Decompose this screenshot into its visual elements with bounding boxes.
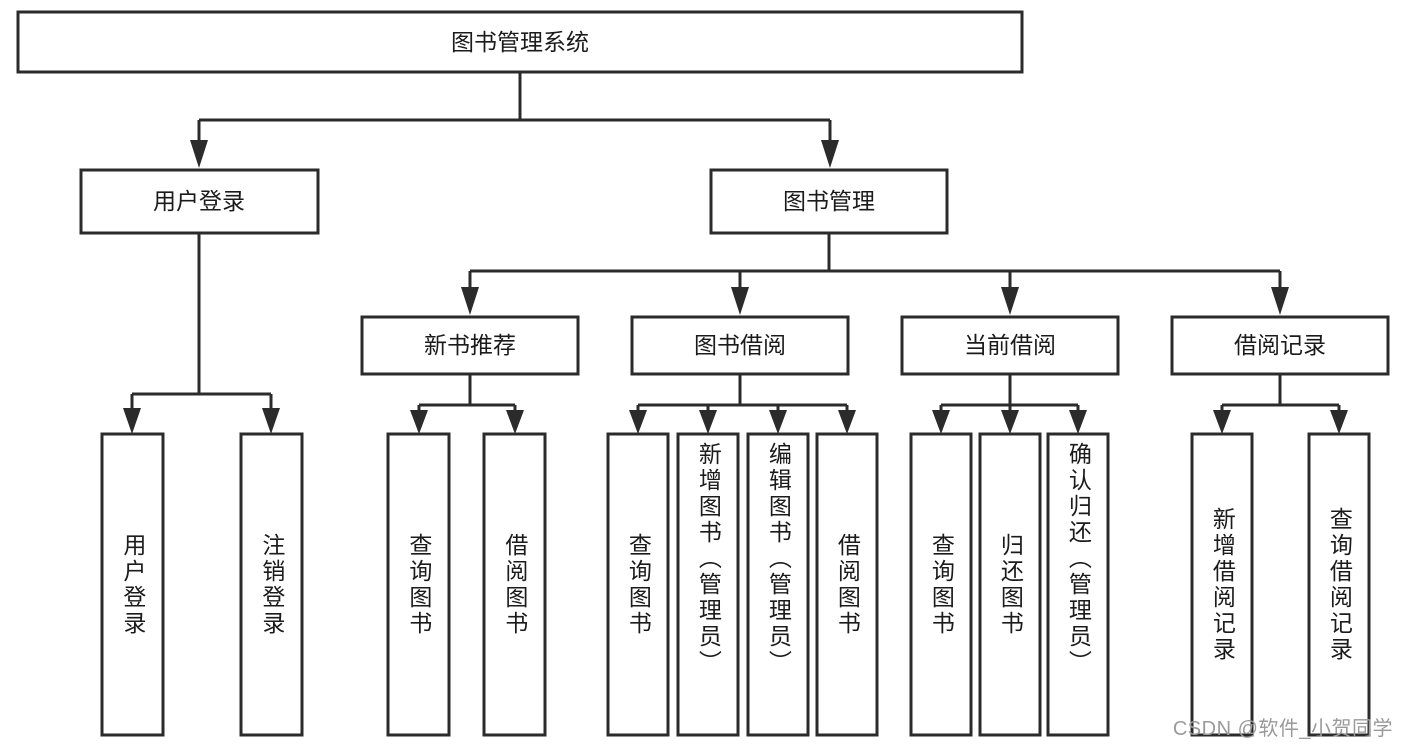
arrow-head-icon — [506, 410, 524, 434]
leaf-label-query-book-3: 查询图书 — [928, 532, 955, 637]
node-new-book-recommend[interactable]: 新书推荐 — [360, 315, 580, 376]
leaf-box-add-book-admin[interactable] — [676, 432, 740, 737]
arrow-head-icon — [461, 287, 479, 315]
arrow-head-icon — [190, 140, 208, 168]
leaf-box-query-book-3[interactable] — [909, 432, 973, 737]
leaf-box-query-book-2[interactable] — [606, 432, 670, 737]
leaf-label-add-book-admin: 新增图书（管理员） — [695, 442, 722, 676]
node-user-login[interactable]: 用户登录 — [79, 168, 320, 235]
node-current-borrow-box — [900, 315, 1120, 376]
node-book-borrow[interactable]: 图书借阅 — [630, 315, 850, 376]
arrow-head-icon — [932, 410, 950, 434]
connector-borrow-record-to-leaves — [1213, 374, 1348, 434]
arrow-head-icon — [821, 140, 839, 168]
leaf-label-query-borrow-record: 查询借阅记录 — [1326, 506, 1353, 663]
arrow-head-icon — [699, 410, 717, 434]
node-new-book-recommend-box — [360, 315, 580, 376]
node-book-borrow-label: 图书借阅 — [694, 332, 786, 358]
node-book-manage[interactable]: 图书管理 — [709, 168, 949, 235]
node-root-label: 图书管理系统 — [451, 29, 589, 55]
leaf-label-query-book-1: 查询图书 — [405, 532, 432, 637]
node-book-borrow-box — [630, 315, 850, 376]
leaf-label-user-login: 用户登录 — [119, 532, 146, 637]
connector-book-borrow-to-leaves — [629, 374, 856, 434]
node-book-manage-label: 图书管理 — [783, 188, 875, 214]
arrow-head-icon — [1001, 410, 1019, 434]
leaf-label-borrow-book-1: 借阅图书 — [501, 532, 528, 637]
connector-user-login-to-leaves — [123, 233, 280, 434]
arrow-head-icon — [1069, 410, 1087, 434]
watermark-text: CSDN @软件_小贺同学 — [1172, 718, 1393, 740]
node-current-borrow[interactable]: 当前借阅 — [900, 315, 1120, 376]
arrow-head-icon — [629, 410, 647, 434]
arrow-head-icon — [123, 408, 141, 434]
leaf-box-borrow-book-1[interactable] — [482, 432, 547, 737]
node-borrow-record[interactable]: 借阅记录 — [1170, 315, 1390, 376]
arrow-head-icon — [1330, 410, 1348, 434]
node-current-borrow-label: 当前借阅 — [964, 332, 1056, 358]
leaf-label-confirm-return-admin: 确认归还（管理员） — [1065, 442, 1092, 676]
arrow-head-icon — [410, 410, 428, 434]
leaf-box-query-borrow-record[interactable] — [1307, 432, 1371, 737]
leaf-label-query-book-2: 查询图书 — [625, 532, 652, 637]
connector-root-to-level2 — [190, 72, 839, 168]
leaf-label-return-book: 归还图书 — [997, 532, 1024, 637]
leaf-box-add-borrow-record[interactable] — [1190, 432, 1254, 737]
node-root-box — [16, 10, 1024, 74]
arrow-head-icon — [262, 408, 280, 434]
leaf-box-return-book[interactable] — [978, 432, 1042, 737]
leaf-label-logout-login: 注销登录 — [258, 532, 285, 637]
node-root[interactable]: 图书管理系统 — [16, 10, 1024, 74]
node-new-book-recommend-label: 新书推荐 — [424, 332, 516, 358]
arrow-head-icon — [1001, 287, 1019, 315]
connector-current-borrow-to-leaves — [932, 374, 1087, 434]
leaf-box-edit-book-admin[interactable] — [746, 432, 810, 737]
arrow-head-icon — [1271, 287, 1289, 315]
arrow-head-icon — [1213, 410, 1231, 434]
node-borrow-record-label: 借阅记录 — [1234, 332, 1326, 358]
leaf-box-logout-login[interactable] — [239, 432, 304, 737]
node-user-login-label: 用户登录 — [153, 188, 245, 214]
connector-new-book-recommend-to-leaves — [410, 374, 524, 434]
arrow-head-icon — [731, 287, 749, 315]
arrow-head-icon — [838, 410, 856, 434]
arrow-head-icon — [769, 410, 787, 434]
leaf-box-user-login[interactable] — [100, 432, 165, 737]
leaf-label-borrow-book-2: 借阅图书 — [834, 532, 861, 637]
leaf-label-edit-book-admin: 编辑图书（管理员） — [765, 442, 792, 676]
leaf-box-borrow-book-2[interactable] — [815, 432, 879, 737]
leaf-label-add-borrow-record: 新增借阅记录 — [1209, 506, 1236, 663]
connector-book-manage-to-level3 — [461, 233, 1289, 315]
leaf-box-query-book-1[interactable] — [386, 432, 451, 737]
leaf-box-confirm-return-admin[interactable] — [1046, 432, 1110, 737]
